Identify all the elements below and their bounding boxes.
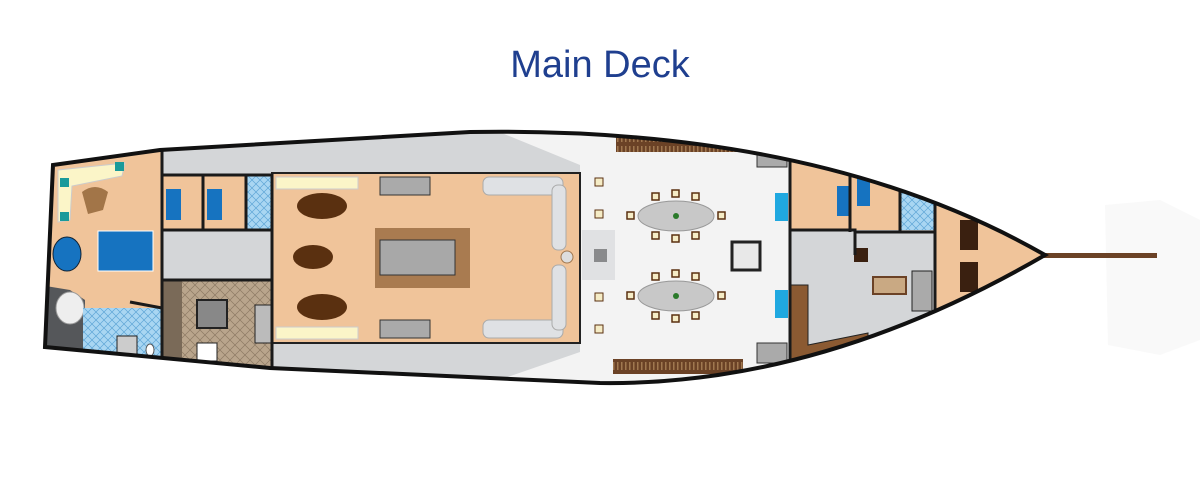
bathtub xyxy=(55,291,85,325)
armchair xyxy=(115,162,124,171)
galley-stairs xyxy=(254,304,273,344)
cabin-bathroom xyxy=(246,175,272,230)
crew-table xyxy=(872,276,907,295)
sofa xyxy=(482,176,564,196)
centerpiece xyxy=(673,213,679,219)
post xyxy=(854,248,868,262)
coffee-table xyxy=(293,245,333,269)
sofa xyxy=(551,184,567,251)
corridor xyxy=(162,230,272,280)
deck-locker xyxy=(775,290,788,318)
bed xyxy=(837,186,851,216)
bed xyxy=(166,189,181,220)
stairs xyxy=(911,270,933,312)
dining-table xyxy=(297,193,347,219)
bow-cabin-floor xyxy=(935,131,1045,384)
rug xyxy=(82,187,108,214)
stairs xyxy=(756,342,788,364)
galley-island xyxy=(196,299,228,329)
sofa xyxy=(275,176,359,190)
stairs xyxy=(379,319,431,339)
stairs xyxy=(379,176,431,196)
hatch xyxy=(730,240,762,272)
dining-table xyxy=(297,294,347,320)
stove xyxy=(196,342,218,362)
sofa xyxy=(275,326,359,340)
deck-locker xyxy=(775,193,788,221)
centerpiece xyxy=(673,293,679,299)
sofa xyxy=(482,319,564,339)
galley-wall xyxy=(162,280,182,375)
interior-walls xyxy=(129,145,937,380)
toilet xyxy=(145,343,155,357)
double-bed xyxy=(97,230,154,272)
bow-locker xyxy=(960,262,978,292)
globe xyxy=(560,250,574,264)
armchair xyxy=(60,178,69,187)
sofa xyxy=(551,264,567,331)
hull-outline xyxy=(42,129,1049,386)
dining-chairs xyxy=(626,189,726,323)
mast-platform xyxy=(582,230,615,280)
central-staircase xyxy=(379,239,456,276)
sofa-corner xyxy=(57,162,126,223)
bow-locker xyxy=(960,220,978,250)
armchair xyxy=(60,212,69,221)
bench xyxy=(613,359,743,374)
bowsprit xyxy=(1040,253,1157,258)
bed xyxy=(207,189,222,220)
page-title: Main Deck xyxy=(510,44,690,86)
watermark-pattern xyxy=(1105,200,1200,355)
deck-stools xyxy=(594,177,604,334)
round-bed xyxy=(52,236,82,272)
